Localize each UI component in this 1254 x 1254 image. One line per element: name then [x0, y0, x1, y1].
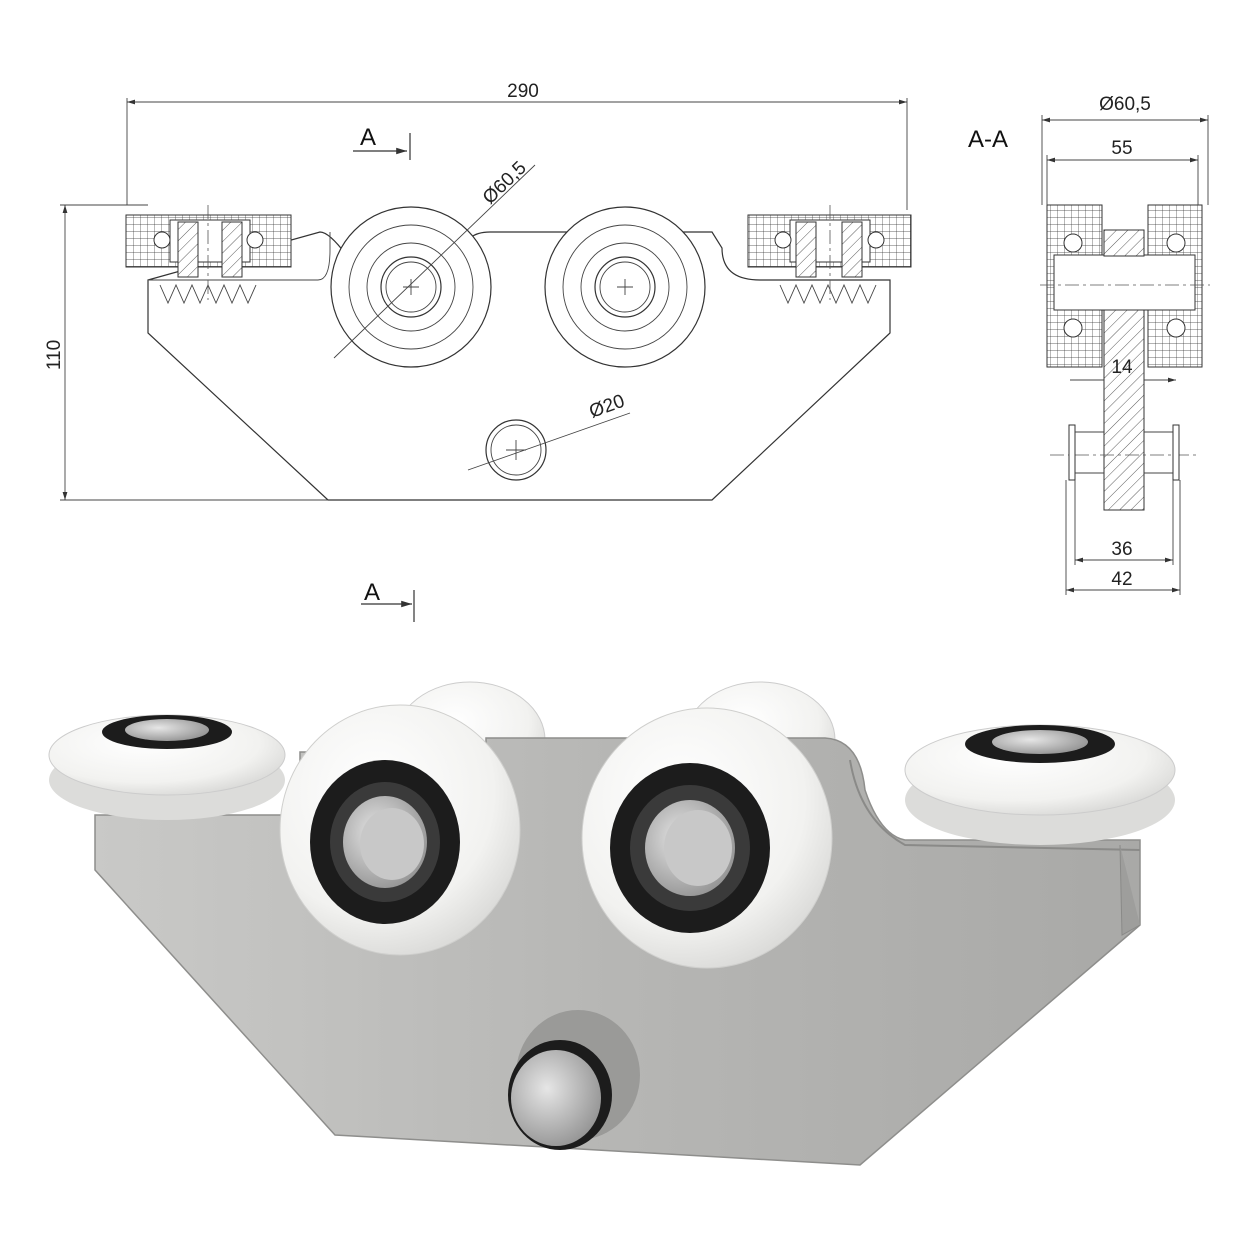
render-left-roller [48, 714, 286, 820]
section-title: A-A [968, 126, 1008, 153]
section-marker-bottom: A [361, 579, 415, 622]
section-pin-outer: 42 [1111, 569, 1132, 590]
section-plate-thickness: 14 [1111, 357, 1133, 378]
section-pin-inner: 36 [1111, 539, 1132, 560]
svg-text:A: A [364, 579, 380, 606]
height-dimension: 110 [44, 340, 65, 370]
render-right-roller [904, 724, 1176, 845]
render-left-wheel [279, 704, 521, 956]
product-render [48, 681, 1176, 1166]
section-wheel-span: 55 [1111, 138, 1132, 159]
right-vertical-wheel [544, 206, 706, 368]
svg-text:A: A [360, 124, 376, 151]
section-marker-top: A [353, 124, 411, 160]
section-view: A-A Ø60,5 55 14 36 42 [968, 94, 1210, 595]
left-vertical-wheel [330, 206, 492, 368]
guide-pin [485, 419, 547, 481]
left-horizontal-roller [125, 205, 292, 305]
pin-diameter-dimension: Ø20 [587, 391, 628, 423]
render-right-wheel [581, 707, 833, 969]
render-pin [508, 1010, 640, 1150]
wheel-diameter-dimension: Ø60,5 [479, 158, 531, 209]
right-horizontal-roller [747, 205, 912, 305]
carriage-plate-outline [147, 231, 891, 501]
section-outer-diameter: Ø60,5 [1099, 94, 1151, 115]
width-dimension: 290 [507, 81, 539, 102]
front-view: 290 110 Ø60,5 Ø20 A A [44, 81, 912, 622]
